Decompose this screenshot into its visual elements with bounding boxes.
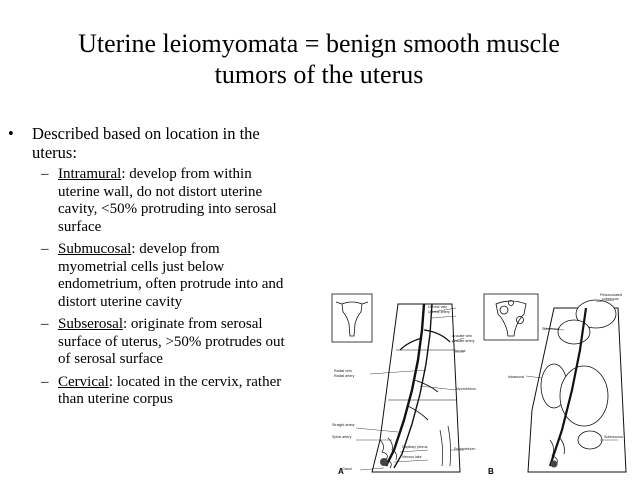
anatomy-figure: Uterine vein Uterine artery Arcuate vein… bbox=[328, 290, 634, 478]
sub-item-text: cavity, <50% protruding into serosal bbox=[58, 201, 277, 217]
vessel-b bbox=[548, 307, 588, 467]
label-serosa: Serosa bbox=[454, 349, 465, 353]
term-subserosal: Subserosal bbox=[58, 316, 123, 332]
subserous-fibroid bbox=[557, 319, 591, 345]
panel-b-letter: B bbox=[488, 467, 494, 476]
label-venous-lake: Venous lake bbox=[402, 455, 422, 459]
title-line-2: tumors of the uterus bbox=[214, 60, 424, 89]
radial-vein bbox=[393, 303, 433, 469]
label-radial-artery: Radial artery bbox=[334, 374, 355, 378]
sub-item-text: distort uterine cavity bbox=[58, 293, 183, 310]
submucous-fibroid bbox=[577, 430, 603, 450]
bullet-text-line-2: uterus: bbox=[32, 143, 77, 162]
label-gland: Gland bbox=[342, 467, 352, 471]
label-capillary-plexus: Capillary plexus bbox=[402, 445, 428, 449]
sub-item-text: : originate from serosal bbox=[123, 316, 263, 332]
label-arcuate-artery: Arcuate artery bbox=[452, 339, 475, 343]
content-area: • Described based on location in the ute… bbox=[8, 124, 308, 414]
label-intramural: Intramural bbox=[508, 375, 524, 379]
label-arcuate-vein: Arcuate vein bbox=[452, 334, 472, 338]
venous-lake bbox=[380, 458, 388, 466]
label-leaders-b bbox=[525, 299, 618, 441]
gland-icon bbox=[439, 425, 452, 467]
term-submucosal: Submucosal bbox=[58, 241, 132, 257]
panel-a bbox=[331, 293, 465, 473]
anatomy-figure-svg: Uterine vein Uterine artery Arcuate vein… bbox=[331, 293, 627, 476]
capillary-plexus bbox=[379, 437, 397, 469]
uterine-wall-wedge bbox=[371, 303, 461, 473]
sub-item-text: uterine wall, do not distort uterine bbox=[58, 183, 263, 200]
sub-item-subserosal: – Subserosal: originate from serosal sur… bbox=[8, 316, 308, 369]
sub-item-submucosal: – Submucosal: develop from myometrial ce… bbox=[8, 241, 308, 311]
slide-title: Uterine leiomyomata = benign smooth musc… bbox=[0, 28, 638, 90]
inset-box-b bbox=[483, 293, 539, 341]
dash-icon: – bbox=[41, 316, 49, 332]
dash-icon: – bbox=[41, 241, 49, 257]
label-straight-artery: Straight artery bbox=[332, 423, 355, 427]
term-cervical: Cervical bbox=[58, 373, 109, 390]
pedunculated-fibroid bbox=[575, 299, 617, 329]
sub-item-text: : located in the cervix, rather bbox=[108, 373, 282, 390]
dash-icon: – bbox=[41, 166, 49, 182]
radial-artery bbox=[384, 303, 426, 467]
sub-item-text: surface bbox=[58, 218, 102, 235]
bullet-text-line-1: Described based on location in the bbox=[32, 124, 260, 143]
label-leaders-a bbox=[355, 307, 465, 471]
inset-box-a bbox=[331, 293, 373, 343]
label-pedunculated-subserous: subserous bbox=[602, 297, 619, 301]
label-spiral-artery: Spiral artery bbox=[332, 435, 352, 439]
inset-uterus-icon bbox=[341, 301, 363, 337]
sub-item-cervical: – Cervical: located in the cervix, rathe… bbox=[8, 374, 308, 409]
label-radial-vein: Radial vein bbox=[334, 369, 352, 373]
sub-item-text: : develop from bbox=[131, 241, 220, 257]
sub-item-text: endometrium, often protrude into and bbox=[58, 276, 284, 292]
sub-bullet-list: – Intramural: develop from within uterin… bbox=[8, 166, 308, 409]
dash-icon: – bbox=[41, 373, 49, 390]
panel-a-letter: A bbox=[338, 467, 344, 476]
sub-item-text: : develop from within bbox=[121, 166, 252, 182]
label-myometrium: Myometrium bbox=[456, 387, 476, 391]
title-line-1: Uterine leiomyomata = benign smooth musc… bbox=[78, 29, 560, 58]
sub-item-text: surface of uterus, >50% protrudes out bbox=[58, 333, 285, 350]
inset-fibroid-uterus-icon bbox=[495, 300, 527, 337]
sub-item-text: of serosal surface bbox=[58, 351, 163, 367]
label-pedunculated: Pedunculated bbox=[600, 293, 622, 297]
bullet-dot-icon: • bbox=[8, 124, 14, 143]
label-uterine-artery: Uterine artery bbox=[428, 310, 450, 314]
term-intramural: Intramural bbox=[58, 166, 122, 182]
label-subserous: Subserous bbox=[542, 327, 559, 331]
sub-item-text: than uterine corpus bbox=[58, 391, 173, 407]
panel-b bbox=[483, 293, 627, 473]
sub-item-text: myometrial cells just below bbox=[58, 258, 225, 275]
main-bullet: • Described based on location in the ute… bbox=[8, 124, 308, 162]
label-submucous: Submucous bbox=[604, 435, 623, 439]
large-intramural-fibroid bbox=[559, 365, 609, 427]
label-uterine-vein: Uterine vein bbox=[428, 305, 447, 309]
sub-item-intramural: – Intramural: develop from within uterin… bbox=[8, 166, 308, 236]
label-endometrium: Endometrium bbox=[454, 447, 475, 451]
